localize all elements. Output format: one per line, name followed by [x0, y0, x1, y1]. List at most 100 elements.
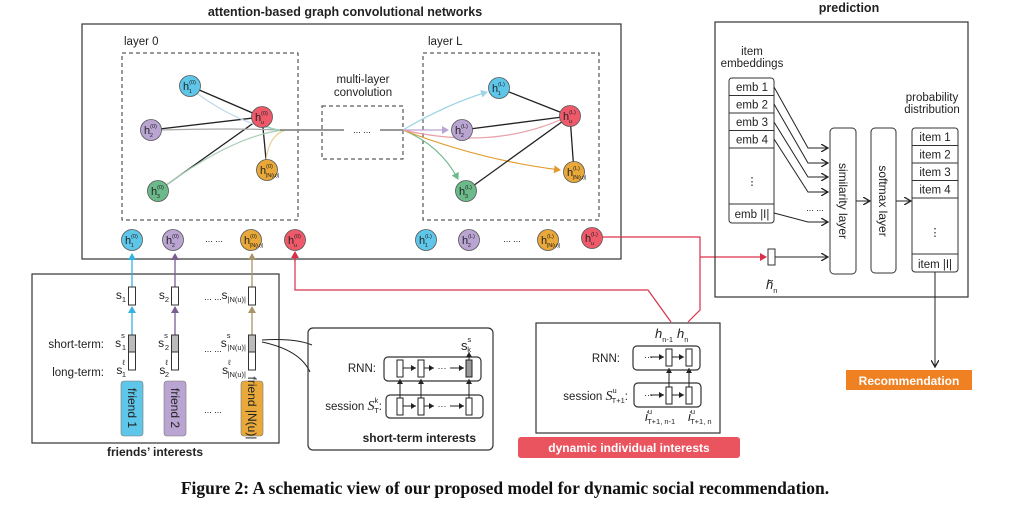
node-layerL-hu: h(L)u	[559, 105, 581, 127]
dyn-dots: ···	[644, 352, 653, 362]
s-vector	[248, 286, 256, 306]
node-bottom0-hu: h(0)u	[284, 229, 306, 251]
emb2-arrow	[773, 103, 827, 163]
emb3-arrow	[773, 121, 827, 177]
edge-h1-hu-L	[498, 87, 571, 117]
st-dots: ···	[438, 401, 447, 411]
node-circle	[559, 105, 581, 127]
emb-vdots: ⋮	[747, 176, 758, 188]
multi-layer-label-1: multi-layer	[336, 74, 389, 86]
similarity-layer-label: similarity layer	[836, 163, 850, 239]
friend-tag	[163, 380, 187, 437]
h-tilde-vector	[767, 248, 776, 266]
term-ellipsis: ... ...	[204, 344, 222, 354]
st-dots: ···	[438, 363, 447, 373]
emb-row: emb 3	[736, 117, 768, 129]
long-term-label: sℓ|N(u)|	[222, 358, 246, 379]
friends-title: friends’ interests	[107, 445, 203, 459]
red-connections	[291, 236, 767, 323]
friend-ellipsis: ... ...	[204, 405, 222, 415]
embeddings-label-2: embeddings	[721, 58, 784, 70]
item-row: item 3	[919, 167, 950, 179]
node-circle	[251, 106, 273, 128]
node-circle	[451, 119, 473, 141]
item-row: item 1	[919, 132, 950, 144]
node-layerL-h3: h(L)3	[455, 180, 477, 202]
flow-h3	[164, 129, 285, 187]
node-layerL-h2: h(L)2	[451, 119, 473, 141]
flow-to-h1L	[402, 89, 488, 131]
h-prev-label: hn-1	[655, 326, 673, 344]
s-label: s|N(u)|	[222, 288, 247, 304]
flow-to-hNL	[402, 129, 561, 174]
friend-tag-label: friend 2	[168, 388, 182, 428]
multi-layer-label-2: convolution	[334, 87, 392, 99]
node-bottomL-h1: h(L)1	[415, 229, 437, 251]
node-layer0-h3: h(0)3	[147, 180, 169, 202]
flow-to-huL	[402, 119, 561, 139]
node-label: h(L)u	[585, 232, 598, 247]
edge-h1-hu-0	[189, 85, 263, 118]
edge-h2-hu-0	[150, 116, 263, 131]
st-rnn-cell	[417, 359, 425, 378]
node-circle	[140, 119, 162, 141]
h-tilde-label: h̃n	[766, 277, 777, 295]
short-term-vector	[248, 334, 256, 353]
node-layer0-h2: h(0)2	[140, 119, 162, 141]
emb-row: emb 1	[736, 82, 768, 94]
dynamic-title-badge	[518, 437, 740, 458]
friend-tag	[120, 380, 144, 437]
node-circle	[256, 159, 278, 181]
bottomL-ellipsis: ... ...	[503, 234, 521, 244]
node-circle	[179, 75, 201, 97]
dyn-rnn-cell	[665, 348, 673, 367]
node-label: h(0)u	[255, 111, 268, 126]
edge-h3-hu-L	[465, 115, 571, 192]
node-layerL-hN: h(L)|N(u)|	[563, 161, 586, 183]
st-session-cell	[465, 397, 473, 416]
dynamic-title: dynamic individual interests	[548, 441, 710, 455]
embedding-column	[728, 77, 775, 224]
short-term-label: short-term:	[48, 339, 104, 351]
node-bottomL-hu: h(L)u	[581, 227, 603, 249]
softmax-layer-label: softmax layer	[876, 165, 890, 236]
h0u-to-hprev-line	[294, 252, 672, 323]
item-last: item |I|	[918, 259, 952, 271]
node-circle	[147, 180, 169, 202]
node-label: h(L)1	[492, 82, 505, 97]
edge-h2-hu-L	[461, 115, 571, 131]
dyn-rnn-cell	[685, 348, 693, 367]
short-term-label: ss|N(u)|	[221, 331, 246, 352]
s-ellipsis: ... ...	[204, 292, 222, 302]
node-label: h(L)2	[462, 234, 475, 249]
multi-layer-box	[321, 105, 404, 160]
st-session-cell	[417, 397, 425, 416]
node-circle	[415, 229, 437, 251]
st-rnn-label: RNN:	[348, 363, 376, 375]
friend-column-3: s|N(u)|ss|N(u)|sℓ|N(u)|friend |N(u)|	[221, 253, 264, 439]
recommendation-badge	[846, 370, 972, 390]
prob-label-1: probability	[906, 92, 959, 104]
node-circle	[458, 229, 480, 251]
similarity-layer	[829, 127, 857, 275]
hLu-to-hcur-line	[602, 236, 701, 323]
dynamic-frame	[535, 322, 721, 434]
node-circle	[581, 227, 603, 249]
dyn-session-cell	[685, 386, 693, 405]
friends-frame	[31, 273, 280, 444]
prediction-title: prediction	[819, 1, 879, 15]
gcn-panel: attention-based graph convolutional netw…	[81, 5, 622, 260]
emb4-arrow	[773, 138, 827, 192]
st-rnn-cell-last	[465, 359, 473, 378]
attention-flow-L	[402, 89, 561, 180]
emb-row: emb 2	[736, 100, 768, 112]
node-circle	[537, 229, 559, 251]
